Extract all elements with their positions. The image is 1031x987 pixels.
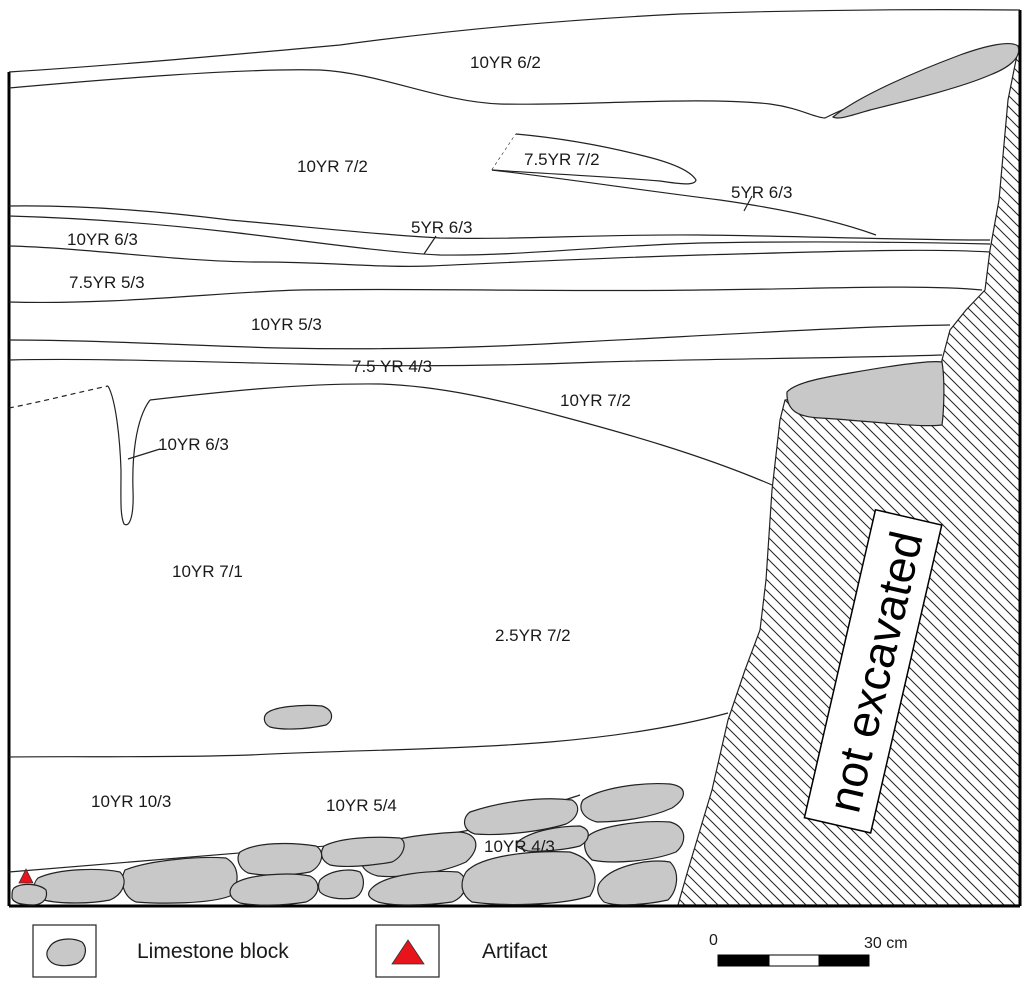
- boundary-75yr53-base: [8, 286, 983, 304]
- layer-label: 10YR 6/3: [158, 435, 229, 454]
- layer-label: 10YR 10/3: [91, 792, 171, 811]
- limestone-block: [464, 798, 579, 836]
- boundary-5yr63-lens: [491, 169, 877, 236]
- limestone-block: [33, 868, 125, 904]
- scale-segment: [717, 954, 770, 967]
- leader-5yr63-lens: [743, 195, 753, 212]
- layer-label: 10YR 7/1: [172, 562, 243, 581]
- lens-75yr72: [491, 133, 697, 185]
- limestone-block-icon: [46, 938, 86, 967]
- scale-start-label: 0: [709, 932, 718, 949]
- layer-label: 10YR 7/2: [560, 391, 631, 410]
- limestone-block: [461, 851, 596, 906]
- legend-artifact-label: Artifact: [482, 940, 548, 963]
- limestone-block: [597, 860, 678, 906]
- limestone-block: [317, 869, 364, 900]
- boundary-75yr43-top: [8, 354, 943, 367]
- layer-label: 2.5YR 7/2: [495, 626, 571, 645]
- layer-label: 7.5YR 5/3: [69, 273, 145, 292]
- artifact-marker: [18, 868, 34, 884]
- scale-bar: 0 30 cm: [709, 932, 908, 967]
- limestone-block: [831, 43, 1020, 119]
- limestone-block: [580, 783, 684, 823]
- layer-label: 10YR 6/2: [470, 53, 541, 72]
- scale-end-label: 30 cm: [864, 935, 908, 952]
- dashed-boundary-left: [8, 385, 109, 409]
- limestone-block: [584, 821, 685, 863]
- limestone-block: [121, 856, 238, 904]
- pit-10yr63: [107, 385, 151, 526]
- boundary-10yr53-base: [8, 324, 951, 350]
- legend-limestone-label: Limestone block: [137, 940, 289, 963]
- leader-5yr63-mid: [423, 235, 437, 255]
- scale-segment: [818, 954, 870, 967]
- soil-profile: 10YR 6/2 10YR 7/2 7.5YR 7/2 5YR 6/3 5YR …: [7, 9, 1022, 908]
- layer-label: 7.5YR 7/2: [524, 150, 600, 169]
- boundary-10yr72-base: [8, 205, 991, 241]
- limestone-block: [368, 870, 467, 906]
- layer-label: 10YR 6/3: [67, 230, 138, 249]
- leader-10yr63-pit: [127, 448, 161, 460]
- top-surface-boundary: [8, 9, 1021, 73]
- boundary-75yr43-base: [149, 383, 773, 486]
- layer-label: 10YR 7/2: [297, 157, 368, 176]
- limestone-block: [786, 361, 945, 427]
- limestone-block: [229, 873, 319, 906]
- legend: Limestone block Artifact: [32, 924, 548, 978]
- layer-label: 5YR 6/3: [411, 218, 472, 237]
- limestone-block: [516, 825, 589, 852]
- limestone-block: [11, 883, 48, 906]
- scale-segment: [768, 954, 820, 967]
- not-excavated-area: [677, 39, 1021, 906]
- limestone-block: [320, 836, 405, 868]
- layer-label: 5YR 6/3: [731, 183, 792, 202]
- layer-label: 7.5 YR 4/3: [352, 357, 432, 376]
- limestone-block: [263, 704, 333, 730]
- layer-label: 10YR 4/3: [484, 837, 555, 856]
- limestone-block: [237, 842, 323, 876]
- layer-label: 10YR 5/3: [251, 315, 322, 334]
- layer-label: 10YR 5/4: [326, 796, 397, 815]
- boundary-10yr71-base: [8, 712, 729, 758]
- artifact-triangle-icon: [391, 939, 425, 965]
- boundary-5yr63-lens-bottom: [8, 215, 991, 256]
- boundary-10yr63-base: [8, 245, 991, 268]
